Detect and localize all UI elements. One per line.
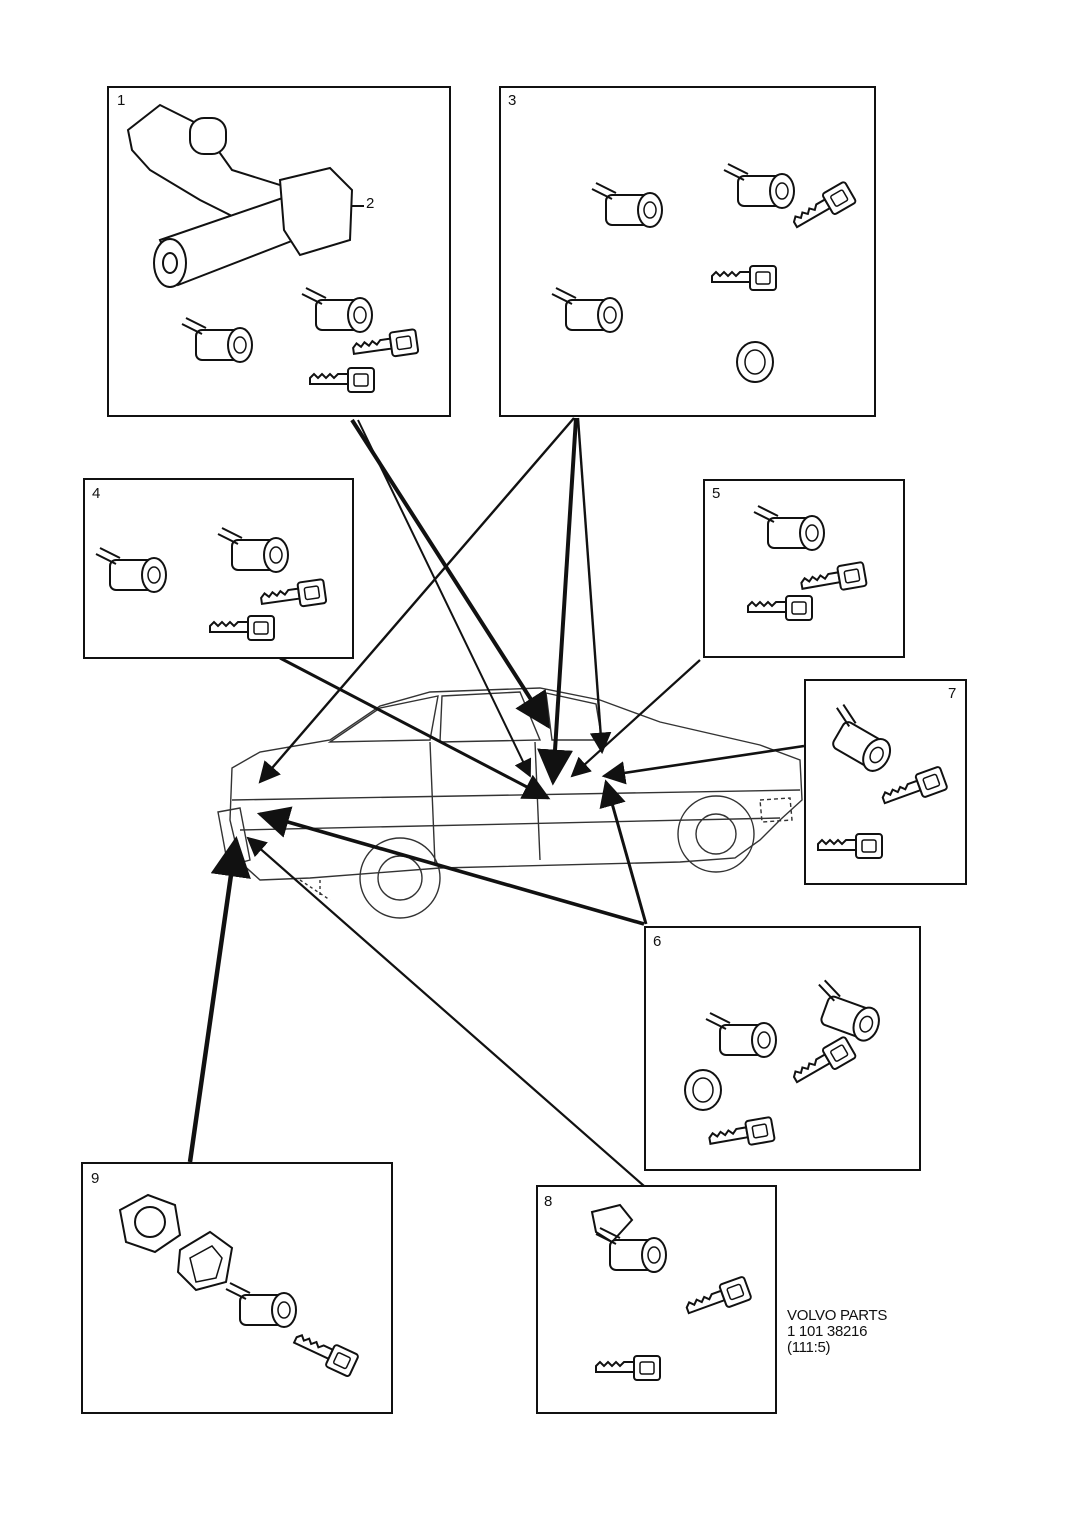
panel-1-number: 1 [117,92,125,109]
seal-ring-icon [736,341,774,383]
panel-7-number: 7 [948,685,956,702]
trunk-lock-nut-icon [118,1193,182,1254]
panel-8: 8 [536,1185,777,1414]
ignition-switch-illustration [126,103,364,288]
panel-3: 3 [499,86,876,417]
panel-5-number: 5 [712,485,720,502]
leader-lines [187,417,805,1187]
panel-8-number: 8 [544,1193,552,1210]
panel-6: 6 [644,926,921,1171]
panel-1-sub-number: 2 [366,195,374,212]
part-number: 1 101 38216 [787,1323,868,1340]
brand-label: VOLVO PARTS [787,1307,888,1324]
panel-7: 7 [804,679,967,885]
part-reference: VOLVO PARTS 1 101 38216 (111:5) [787,1308,887,1356]
lock-lever-icon [590,1203,634,1244]
panel-6-number: 6 [653,933,661,950]
panel-9-number: 9 [91,1170,99,1187]
panel-5: 5 [703,479,905,658]
trunk-lock-gasket-icon [176,1230,234,1292]
panel-3-number: 3 [508,92,516,109]
panel-9: 9 [81,1162,393,1414]
car-illustration [217,687,803,919]
panel-1: 1 2 [107,86,451,417]
panel-4: 4 [83,478,354,659]
section-code: (111:5) [787,1339,831,1356]
panel-4-number: 4 [92,485,100,502]
seal-ring-icon [684,1069,722,1111]
